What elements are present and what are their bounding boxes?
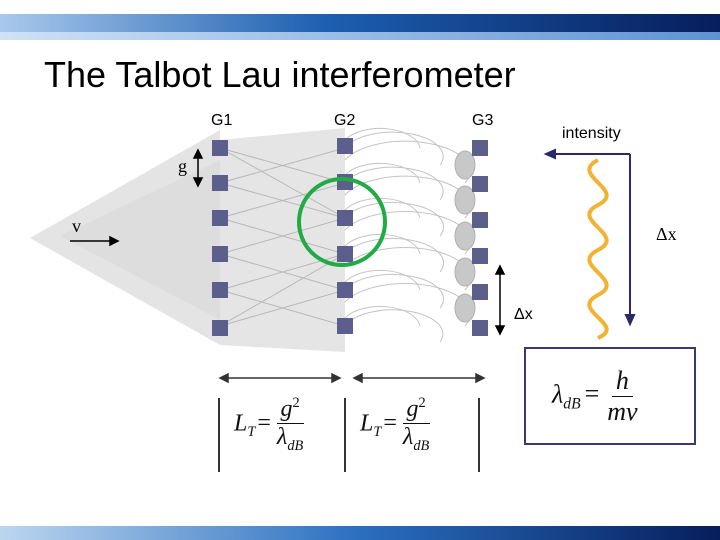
talbot-lhs-sub: T [373,424,382,441]
talbot-length-arrow-2 [352,372,486,384]
debroglie-denominator: mv [607,397,638,426]
intensity-label: intensity [562,125,621,142]
talbot-fraction: g2 λdB [273,395,307,455]
velocity-label: v [72,216,81,236]
talbot-den-sub: dB [287,437,304,454]
talbot-lhs: L [234,410,248,437]
equals-sign: = [257,410,271,437]
talbot-num-var: g [406,396,419,422]
talbot-denominator: λdB [273,424,307,455]
highlight-circle [297,177,387,267]
grating-g1 [212,140,228,336]
talbot-fraction: g2 λdB [399,395,433,455]
talbot-denominator: λdB [399,424,433,455]
delta-x-label-mid: Δx [514,306,533,323]
talbot-num-sup: 2 [292,395,300,411]
talbot-den-sub: dB [413,437,430,454]
talbot-lhs: L [360,410,374,437]
talbot-num-var: g [280,396,293,422]
incident-beam-cone-inner [60,160,220,320]
grating-label-g1: G1 [211,112,233,129]
interference-pattern [454,150,476,323]
debroglie-lhs: λ [552,379,564,409]
formula-dividers [218,398,480,472]
intensity-wave [587,158,609,340]
talbot-numerator: g2 [276,395,304,424]
talbot-formula-1: LT= g2 λdB [234,395,307,455]
talbot-den-var: λ [276,424,288,450]
intensity-axis-icon [543,148,636,327]
period-arrow-icon [192,148,204,188]
grating-label-g3: G3 [472,112,494,129]
talbot-formula-2: LT= g2 λdB [360,395,433,455]
delta-x-arrow-icon [494,264,506,336]
debroglie-fraction: h mv [603,366,641,427]
delta-x-label-right: Δx [656,224,677,244]
equals-sign: = [584,379,600,409]
debroglie-numerator: h [611,366,633,397]
equals-sign: = [383,410,397,437]
grating-period-label: g [178,156,187,176]
talbot-den-var: λ [402,424,414,450]
debroglie-lhs-sub: dB [563,395,581,413]
footer-bar [0,526,720,540]
velocity-arrow-icon [70,235,120,247]
debroglie-formula-box [524,347,696,445]
talbot-lhs-sub: T [247,424,256,441]
talbot-num-sup: 2 [418,395,426,411]
diffraction-region [220,128,345,352]
wavefront-arcs [344,127,471,343]
grating-g3 [472,140,488,336]
debroglie-formula: λdB= h mv [552,366,642,427]
header-bar [0,0,720,40]
talbot-numerator: g2 [402,395,430,424]
grating-label-g2: G2 [334,112,356,129]
slide-title: The Talbot Lau interferometer [44,54,516,95]
talbot-length-arrow-1 [218,372,342,384]
